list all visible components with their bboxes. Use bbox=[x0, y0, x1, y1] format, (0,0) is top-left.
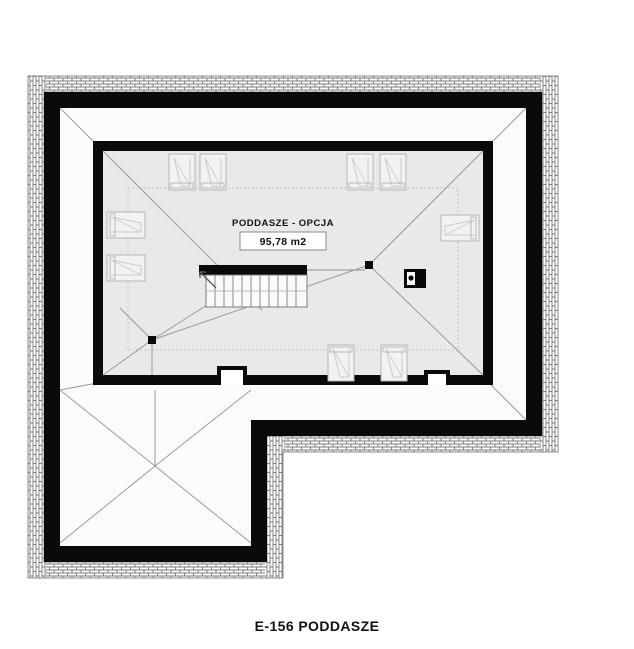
room-title-text: PODDASZE - OPCJA bbox=[232, 218, 334, 229]
attic-floor-area bbox=[102, 150, 484, 376]
skylight bbox=[327, 344, 355, 382]
skylight bbox=[106, 211, 146, 239]
skylight bbox=[380, 344, 408, 382]
skylight-group-bottom bbox=[327, 344, 408, 382]
skylight-group-right-wall bbox=[440, 214, 480, 242]
skylight-group-left-wall bbox=[106, 211, 146, 282]
skylight bbox=[440, 214, 480, 242]
attic-hip-line bbox=[368, 150, 484, 266]
chimney-flue-symbol bbox=[404, 269, 426, 288]
skylight-group-top-right bbox=[346, 153, 407, 191]
dormer bbox=[217, 366, 247, 385]
room-label: PODDASZE - OPCJA 95,78 m2 bbox=[232, 218, 334, 251]
skylight bbox=[106, 254, 146, 282]
skylight bbox=[168, 153, 196, 191]
skylight-group-top-left bbox=[168, 153, 227, 191]
dormer bbox=[424, 370, 450, 385]
attic-hip-line bbox=[102, 339, 153, 376]
knee-wall-dashed-line bbox=[127, 187, 459, 351]
attic-hip-line bbox=[119, 307, 153, 341]
stair-direction-arrow bbox=[199, 271, 217, 289]
stair-header-beam bbox=[199, 265, 307, 275]
skylight bbox=[346, 153, 374, 191]
staircase bbox=[199, 265, 365, 308]
skylight bbox=[379, 153, 407, 191]
roof-ridge-node bbox=[365, 261, 373, 269]
dormer-group-bottom bbox=[217, 366, 450, 385]
drawing-caption: E-156 PODDASZE bbox=[254, 618, 380, 634]
attic-hip-line bbox=[368, 264, 484, 376]
skylight bbox=[199, 153, 227, 191]
roof-ridge-node bbox=[148, 336, 156, 344]
room-area-box bbox=[239, 231, 327, 251]
stair-arrow-head bbox=[199, 271, 206, 278]
room-area-text: 95,78 m2 bbox=[260, 236, 307, 248]
